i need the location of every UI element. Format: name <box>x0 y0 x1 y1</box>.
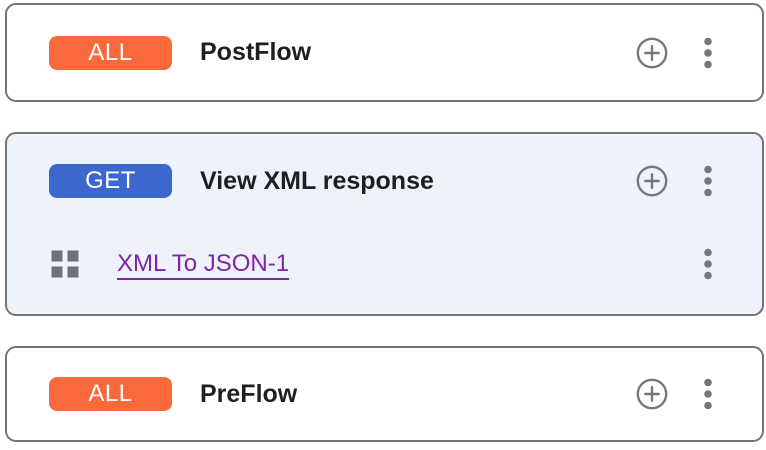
flow-card-postflow[interactable]: ALL PostFlow <box>5 3 764 102</box>
kebab-menu-icon <box>703 163 713 199</box>
flow-card-list: ALL PostFlow <box>5 3 764 442</box>
flow-menu-button[interactable] <box>703 35 713 71</box>
flow-card-view-xml-response[interactable]: GET View XML response <box>5 132 764 316</box>
add-circle-outline-icon <box>634 163 670 199</box>
header-actions <box>634 376 713 412</box>
flow-header: ALL PreFlow <box>7 348 762 440</box>
flow-header: ALL PostFlow <box>7 5 762 100</box>
method-badge: ALL <box>49 377 172 411</box>
policy-row: XML To JSON-1 <box>7 228 762 310</box>
kebab-menu-icon <box>703 376 713 412</box>
kebab-menu-icon <box>703 246 713 282</box>
policy-menu-button[interactable] <box>703 246 713 282</box>
header-actions <box>634 35 713 71</box>
flow-menu-button[interactable] <box>703 163 713 199</box>
add-circle-outline-icon <box>634 35 670 71</box>
flow-title: PostFlow <box>200 38 312 66</box>
add-policy-button[interactable] <box>634 163 670 199</box>
flow-header: GET View XML response <box>7 134 762 228</box>
drag-grid-icon[interactable] <box>51 250 79 278</box>
kebab-menu-icon <box>703 35 713 71</box>
add-policy-button[interactable] <box>634 35 670 71</box>
header-actions <box>634 163 713 199</box>
add-policy-button[interactable] <box>634 376 670 412</box>
add-circle-outline-icon <box>634 376 670 412</box>
policy-link[interactable]: XML To JSON-1 <box>117 250 290 277</box>
flow-menu-button[interactable] <box>703 376 713 412</box>
method-badge: ALL <box>49 35 172 70</box>
flow-title: View XML response <box>200 166 434 195</box>
method-badge: GET <box>49 164 172 198</box>
flow-card-preflow[interactable]: ALL PreFlow <box>5 346 764 442</box>
flow-title: PreFlow <box>200 379 298 408</box>
